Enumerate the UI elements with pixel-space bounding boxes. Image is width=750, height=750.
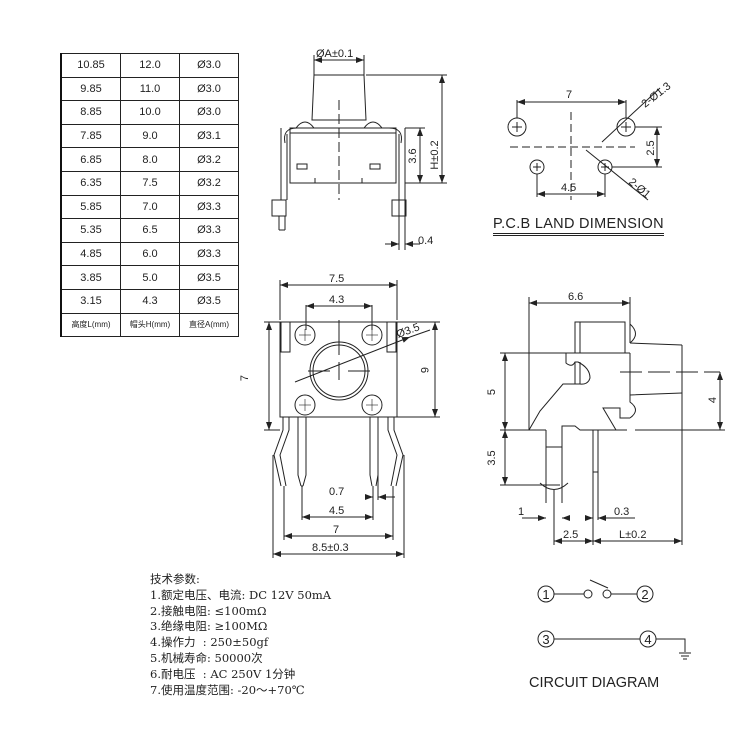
switch-lever [589, 579, 609, 589]
table-cell: Ø3.5 [179, 288, 239, 314]
pin-1-label: 1 [542, 587, 549, 602]
table-cell: 8.85 [60, 100, 121, 125]
side-view [500, 297, 725, 545]
table-cell: 6.0 [120, 241, 180, 267]
pcb-dim-4-5: 4.5 [561, 182, 576, 194]
spec-item: 1.额定电压、电流: DC 12V 50mA [150, 587, 332, 602]
pcb-land-view [507, 87, 662, 201]
table-cell: Ø3.3 [179, 218, 239, 243]
front-dim-7-5: 7.5 [329, 273, 344, 285]
front-dim-pin-0-7: 0.7 [329, 486, 344, 498]
table-cell: 3.85 [60, 265, 121, 290]
top-view [271, 55, 447, 250]
spec-item: 3.绝缘电阻: ≥100MΩ [150, 619, 268, 634]
specs-title: 技术参数: [150, 572, 200, 586]
front-dim-6: 6 [418, 367, 430, 373]
pcb-land-title: P.C.B LAND DIMENSION [493, 216, 664, 236]
pcb-dim-2-5: 2.5 [645, 140, 657, 155]
table-cell: 3.15 [60, 288, 121, 314]
front-dim-total: 8.5±0.3 [312, 542, 349, 554]
spec-item: 5.机械寿命: 50000次 [150, 650, 263, 665]
front-dim-leg-7: 7 [333, 524, 339, 536]
table-cell: 6.35 [60, 170, 121, 196]
pcb-dim-big-holes: 2-Ø1.3 [639, 80, 673, 110]
table-header-cell: 帽头H(mm) [120, 312, 180, 338]
table-cell: 10.85 [60, 53, 121, 78]
side-dim-0-3: 0.3 [614, 506, 629, 518]
table-cell: Ø3.0 [179, 100, 239, 125]
table-cell: Ø3.0 [179, 53, 239, 78]
side-dim-3-5: 3.5 [486, 450, 498, 465]
front-dim-4-5: 4.5 [329, 505, 344, 517]
spec-item: 4.操作力 : 250±50gf [150, 635, 269, 650]
table-cell: 7.85 [60, 123, 121, 149]
pin-4-label: 4 [644, 632, 651, 647]
circuit-diagram-title: CIRCUIT DIAGRAM [529, 675, 660, 691]
pin-3-label: 3 [542, 632, 549, 647]
table-header-cell: 直径A(mm) [179, 312, 239, 338]
pin-2-label: 2 [641, 587, 648, 602]
table-cell: Ø3.2 [179, 147, 239, 172]
front-dim-7: 7 [239, 375, 251, 381]
dim-lead-0-4: 0.4 [418, 235, 433, 247]
table-cell: Ø3.3 [179, 241, 239, 267]
table-cell: 12.0 [120, 53, 180, 78]
side-dim-l: L±0.2 [619, 529, 646, 541]
table-cell: Ø3.1 [179, 123, 239, 149]
side-dim-2-5: 2.5 [563, 529, 578, 541]
front-view [264, 280, 440, 558]
dim-height-h: H±0.2 [429, 140, 441, 169]
table-cell: 5.0 [120, 265, 180, 290]
front-dim-4-3: 4.3 [329, 294, 344, 306]
technical-specs: 技术参数: 1.额定电压、电流: DC 12V 50mA 2.接触电阻: ≤10… [150, 572, 331, 698]
dim-body-3-6: 3.6 [407, 148, 419, 163]
spec-item: 7.使用温度范围: -20～+70℃ [150, 682, 305, 697]
table-cell: 8.0 [120, 147, 180, 172]
ground-icon [679, 652, 691, 660]
spec-item: 2.接触电阻: ≤100mΩ [150, 603, 267, 618]
table-cell: Ø3.5 [179, 265, 239, 290]
table-cell: Ø3.3 [179, 194, 239, 220]
table-cell: 4.85 [60, 241, 121, 267]
pcb-dim-small-holes: 2-Ø1 [626, 176, 652, 201]
circuit-diagram [537, 579, 691, 660]
pcb-dim-7: 7 [566, 89, 572, 101]
side-dim-4: 4 [707, 397, 719, 403]
side-dim-1: 1 [518, 506, 524, 518]
spec-item: 6.耐电压 : AC 250V 1分钟 [150, 666, 296, 681]
side-dim-5: 5 [486, 389, 498, 395]
dim-diameter-a: ØA±0.1 [316, 48, 353, 60]
table-header-cell: 高度L(mm) [60, 312, 121, 338]
table-cell: 7.5 [120, 170, 180, 196]
table-cell: 9.85 [60, 76, 121, 102]
table-cell: 10.0 [120, 100, 180, 125]
side-dim-6-6: 6.6 [568, 291, 583, 303]
table-cell: Ø3.0 [179, 76, 239, 102]
table-header-row: 高度L(mm)帽头H(mm)直径A(mm) [60, 312, 239, 338]
table-cell: 7.0 [120, 194, 180, 220]
ground-wire [656, 638, 686, 652]
